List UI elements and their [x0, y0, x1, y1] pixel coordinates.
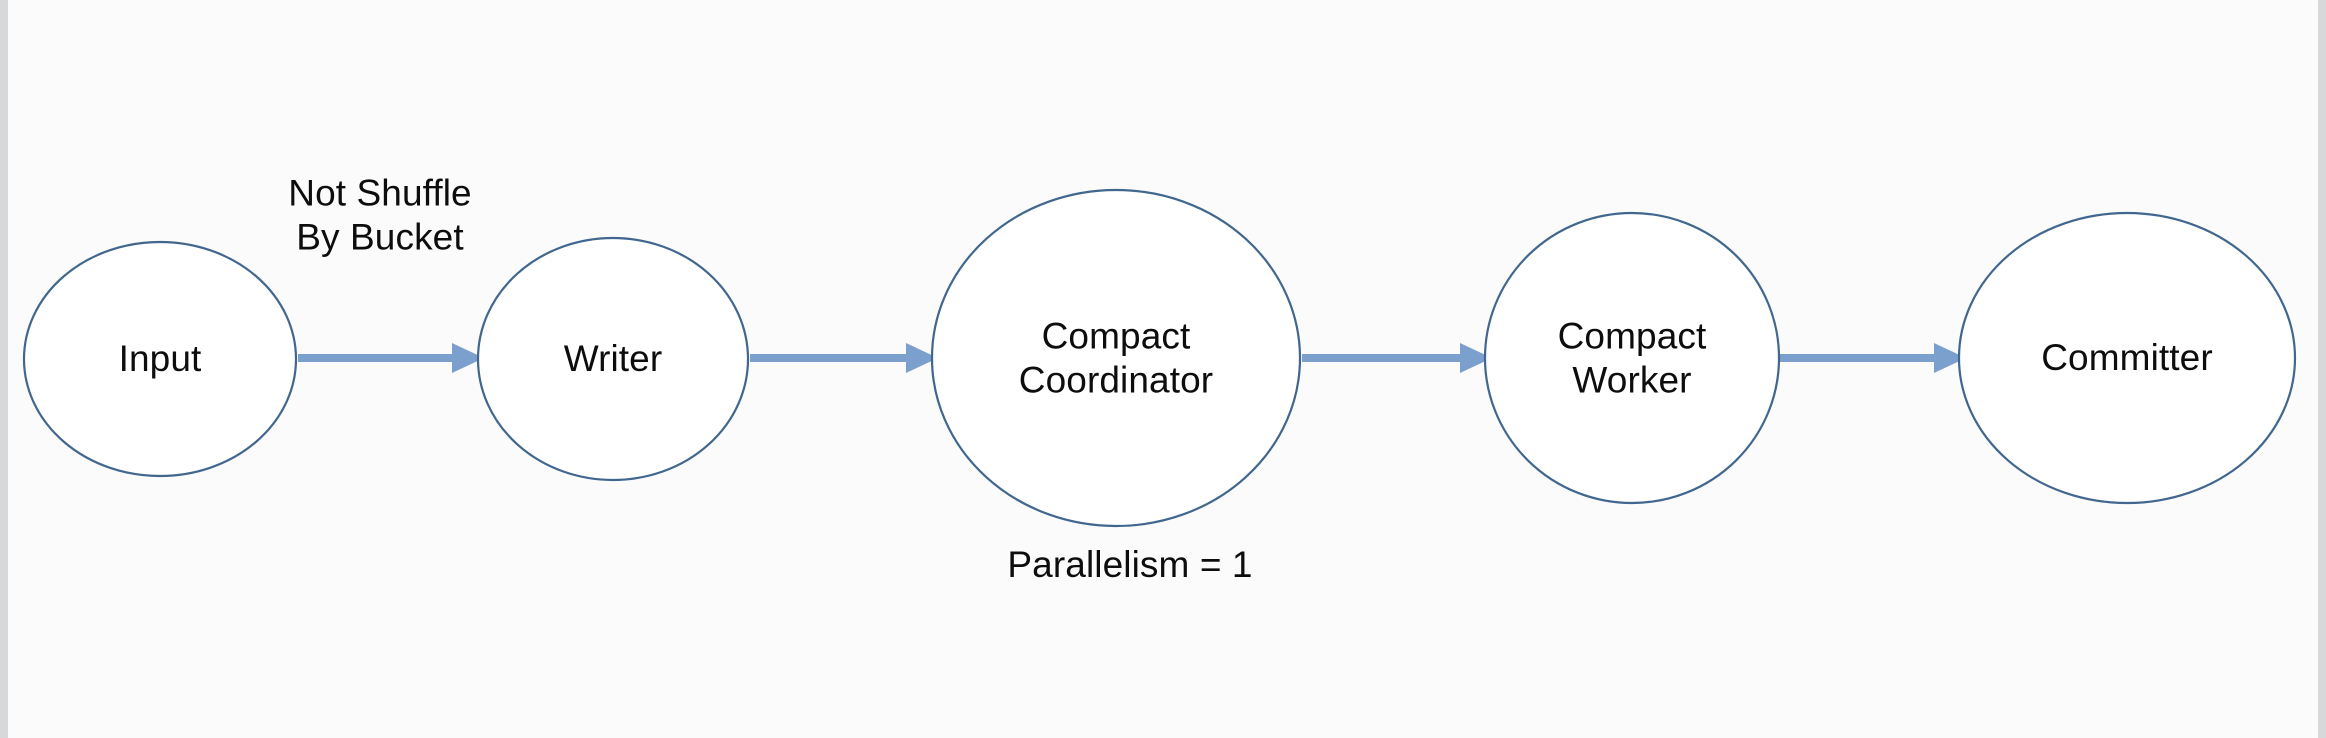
node-shape-input[interactable]	[22, 240, 298, 478]
arrow-coordinator-to-worker	[1302, 343, 1492, 373]
arrow-input-to-writer	[298, 343, 484, 373]
left-edge-strip	[0, 0, 8, 738]
arrow-writer-to-coordinator	[750, 343, 938, 373]
arrow-worker-to-committer	[1780, 343, 1966, 373]
right-edge-strip	[2318, 0, 2326, 738]
node-shape-worker[interactable]	[1483, 211, 1781, 505]
node-shape-writer[interactable]	[476, 236, 750, 482]
node-shape-committer[interactable]	[1957, 211, 2297, 505]
node-shape-coordinator[interactable]	[930, 188, 1302, 528]
